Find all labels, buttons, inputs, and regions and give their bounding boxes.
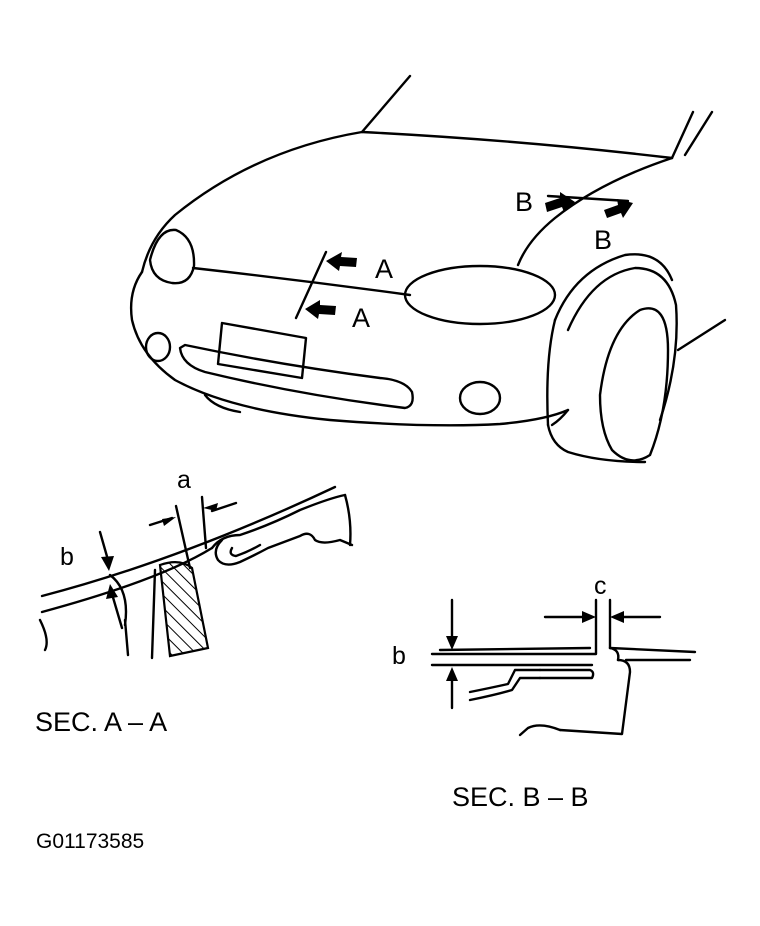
section-b-drawing — [430, 598, 697, 737]
car-front-illustration — [129, 74, 727, 464]
label-a-lower: A — [352, 303, 370, 333]
dim-a-label: a — [177, 466, 191, 494]
section-a-cut-line — [294, 250, 328, 320]
arrow-a-upper — [326, 252, 357, 271]
arrow-a-lower — [305, 300, 336, 319]
label-a-upper: A — [375, 254, 393, 284]
dim-b-label-section-b: b — [392, 642, 406, 670]
figure-code: G01173585 — [36, 830, 144, 853]
label-b-left: B — [515, 187, 533, 217]
dim-c-label: c — [594, 572, 607, 600]
label-b-right: B — [594, 225, 612, 255]
section-a-title: SEC. A – A — [35, 707, 167, 737]
dim-b-label-section-a: b — [60, 543, 74, 571]
arrow-b-right — [604, 199, 633, 218]
section-b-title: SEC. B – B — [452, 782, 589, 812]
arrow-b-left — [545, 192, 575, 212]
section-a-drawing — [38, 485, 354, 660]
